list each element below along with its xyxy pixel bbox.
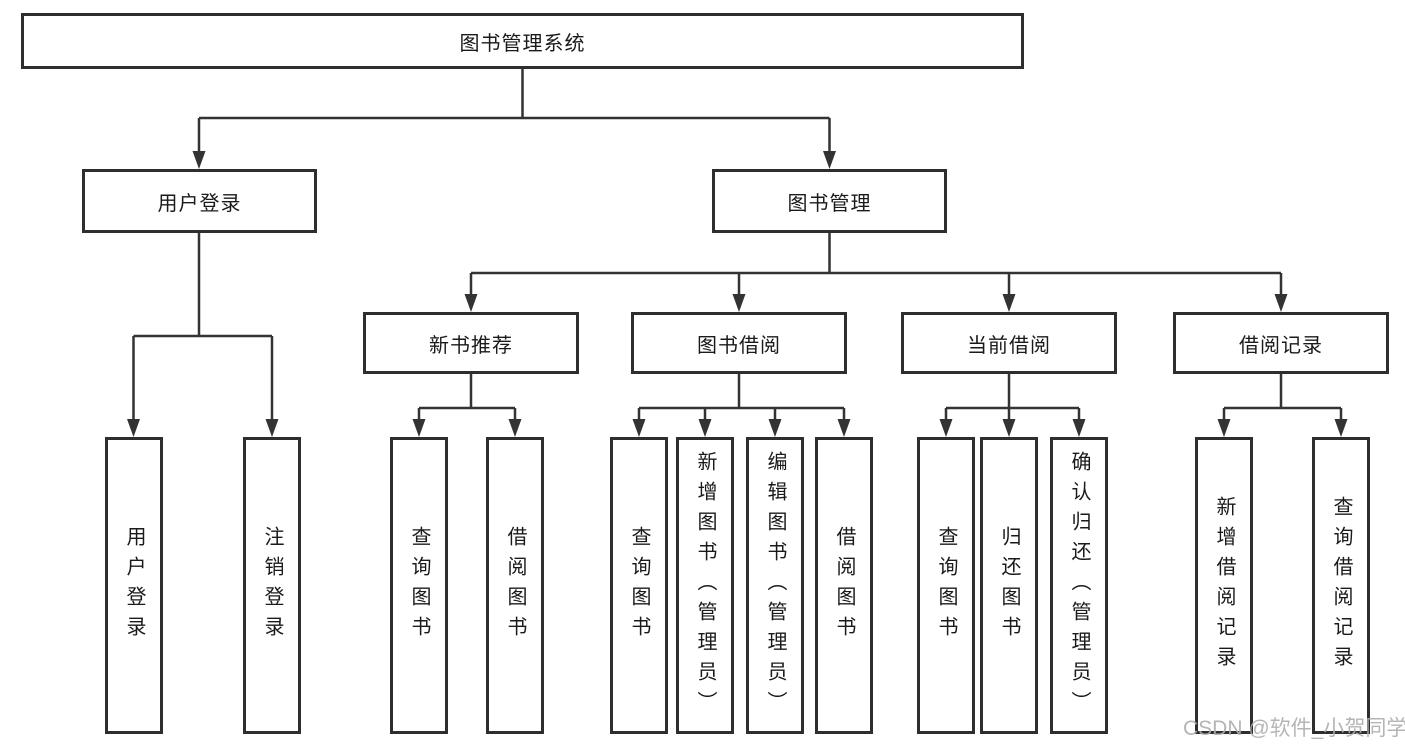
connector-book-borrowing-to-leaves [632,374,851,437]
node-leaf-cb-confirm-return-admin: 确认归还（管理员） [1050,437,1108,734]
node-leaf-bb-edit-books-admin: 编辑图书（管理员） [746,437,804,734]
node-user-login: 用户登录 [82,169,317,233]
node-book-management: 图书管理 [712,169,947,233]
node-leaf-logout: 注销登录 [243,437,301,734]
connector-root-to-level2 [192,69,836,169]
connector-new-book-recommend-to-leaves [412,374,522,437]
connector-borrowing-records-to-leaves [1217,374,1348,437]
node-leaf-br-query-record: 查询借阅记录 [1312,437,1370,734]
node-leaf-bb-borrow-books: 借阅图书 [815,437,873,734]
node-leaf-bb-query-books: 查询图书 [610,437,668,734]
node-current-borrowing: 当前借阅 [901,312,1117,374]
node-leaf-cb-query-books: 查询图书 [917,437,975,734]
node-new-book-recommend: 新书推荐 [363,312,579,374]
node-book-borrowing: 图书借阅 [631,312,847,374]
node-leaf-nbr-query-books: 查询图书 [390,437,448,734]
connector-user-login-to-leaves [127,233,279,437]
connector-book-management-to-level3 [464,233,1288,312]
node-leaf-bb-add-books-admin: 新增图书（管理员） [676,437,734,734]
watermark-text: CSDN @软件_小贺同学 [1183,717,1405,740]
node-leaf-br-add-record: 新增借阅记录 [1195,437,1253,734]
connector-current-borrowing-to-leaves [939,374,1086,437]
node-root-system: 图书管理系统 [21,13,1024,69]
node-leaf-nbr-borrow-books: 借阅图书 [486,437,544,734]
node-leaf-cb-return-books: 归还图书 [980,437,1038,734]
node-leaf-user-login: 用户登录 [105,437,163,734]
node-borrowing-records: 借阅记录 [1173,312,1389,374]
